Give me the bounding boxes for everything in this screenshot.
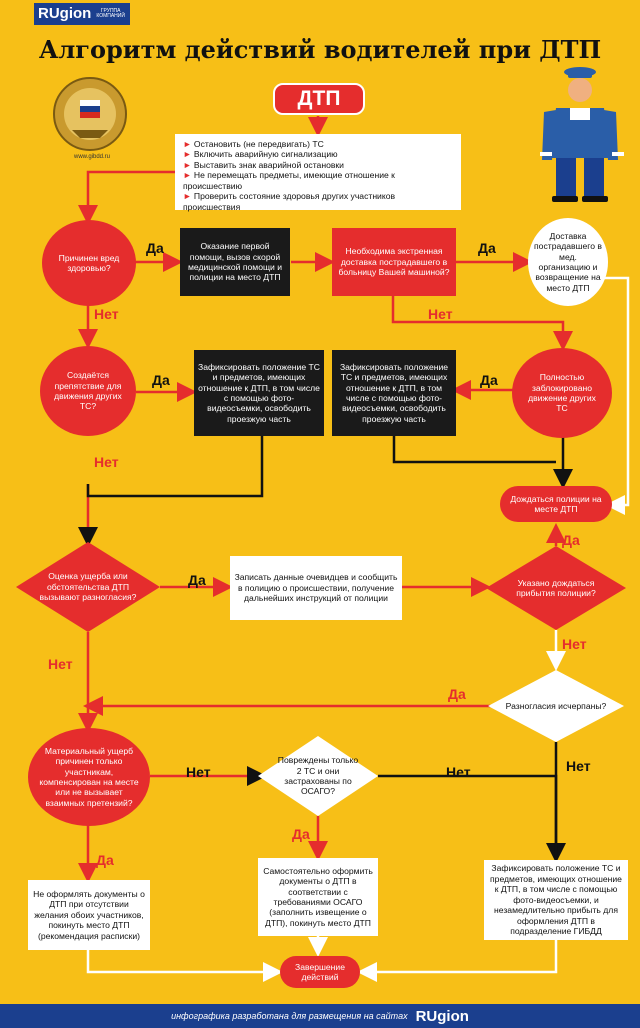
first-step-item: ► Проверить состояние здоровья других уч… — [183, 191, 396, 212]
label-twocars-yes: Да — [292, 826, 310, 842]
first-step-item: ► Включить аварийную сигнализацию — [183, 149, 338, 160]
site-url: www.gibdd.ru — [73, 154, 111, 160]
label-material-no: Нет — [186, 764, 211, 780]
record-witness-box: Записать данные очевидцев и сообщить в п… — [230, 556, 402, 620]
fix-gibdd-box: Зафиксировать положение ТС и предметов, … — [484, 860, 628, 940]
footer: инфографика разработана для размещения н… — [0, 1004, 640, 1028]
logo-tag: ГРУППА КОМПАНИЙ — [96, 8, 125, 19]
question-two-cars: Повреждены только 2 ТС и они застрахован… — [277, 755, 359, 797]
diamond-twocars-shape — [258, 736, 378, 816]
page-title: Алгоритм действий водителей при ДТП — [38, 35, 602, 64]
label-material-yes: Да — [96, 852, 114, 868]
label-obstacle-yes: Да — [152, 372, 170, 388]
dtp-node: ДТП — [273, 83, 365, 115]
first-step-item: ► Остановить (не передвигать) ТС — [183, 139, 324, 149]
label-twocars-no: Нет — [446, 764, 471, 780]
delivery-node: Доставка пострадавшего в мед. организаци… — [528, 218, 608, 306]
line-emergency-no — [391, 296, 573, 351]
diamond-resolved-shape — [488, 670, 624, 742]
line-twocars-no — [378, 774, 566, 863]
label-disagree-no: Нет — [48, 656, 73, 672]
policeman-icon — [540, 67, 624, 202]
question-obstacle: Создаётся препятствие для движения други… — [40, 346, 136, 436]
first-step-item: ► Не перемещать предметы, имеющие отноше… — [183, 170, 395, 191]
label-resolved-no: Нет — [566, 758, 591, 774]
diamond-wait-shape — [486, 546, 626, 630]
question-resolved: Разногласия исчерпаны? — [505, 700, 607, 711]
label-harm-yes: Да — [146, 240, 164, 256]
question-harm: Причинен вред здоровью? — [42, 220, 136, 306]
footer-band — [0, 1004, 640, 1028]
label-blocked-yes: Да — [480, 372, 498, 388]
label-harm-no: Нет — [94, 306, 119, 322]
label-emergency-no: Нет — [428, 306, 453, 322]
emblem-icon — [53, 77, 127, 151]
fix-left-box: Зафиксировать положение ТС и предметов, … — [194, 350, 324, 436]
line-delivery-wait — [602, 276, 630, 515]
label-emergency-yes: Да — [478, 240, 496, 256]
label-obstacle-no: Нет — [94, 454, 119, 470]
no-docs-box: Не оформлять документы о ДТП при отсутст… — [28, 880, 150, 950]
line-steps-harm — [78, 170, 175, 225]
fix-right-box: Зафиксировать положение ТС и предметов, … — [332, 350, 456, 436]
line-nodocs-end — [86, 950, 283, 982]
end-node: Завершение действий — [280, 956, 360, 988]
footer-text: инфографика разработана для размещения н… — [171, 1011, 408, 1021]
line-fixright-join — [392, 436, 556, 464]
label-disagree-yes: Да — [188, 572, 206, 588]
self-docs-box: Самостоятельно оформить документы о ДТП … — [258, 858, 378, 936]
line-fixleft-join — [86, 436, 264, 498]
footer-logo: RUgion — [415, 1007, 469, 1025]
first-steps-box: ► Остановить (не передвигать) ТС ► Включ… — [175, 134, 461, 212]
question-material: Материальный ущерб причинен только участ… — [28, 728, 150, 826]
label-resolved-yes: Да — [448, 686, 466, 702]
question-emergency: Необходима экстренная доставка пострадав… — [332, 228, 456, 296]
wait-police-node: Дождаться полиции на месте ДТП — [500, 486, 612, 522]
question-blocked: Полностью заблокировано движение других … — [512, 348, 612, 438]
first-step-item: ► Выставить знак аварийной остановки — [183, 159, 344, 170]
logo-badge: RUgion ГРУППА КОМПАНИЙ — [34, 3, 130, 25]
logo-text: RUgion — [38, 4, 92, 22]
label-wait-yes: Да — [562, 532, 580, 548]
first-aid-box: Оказание первой помощи, вызов скорой мед… — [180, 228, 290, 296]
line-gibdd-end — [357, 940, 558, 982]
diamond-disagree-shape — [16, 542, 160, 632]
question-disagree: Оценка ущерба или обстоятельства ДТП выз… — [39, 571, 137, 603]
label-wait-no: Нет — [562, 636, 587, 652]
question-wait: Указано дождаться прибытия полиции? — [516, 577, 596, 598]
